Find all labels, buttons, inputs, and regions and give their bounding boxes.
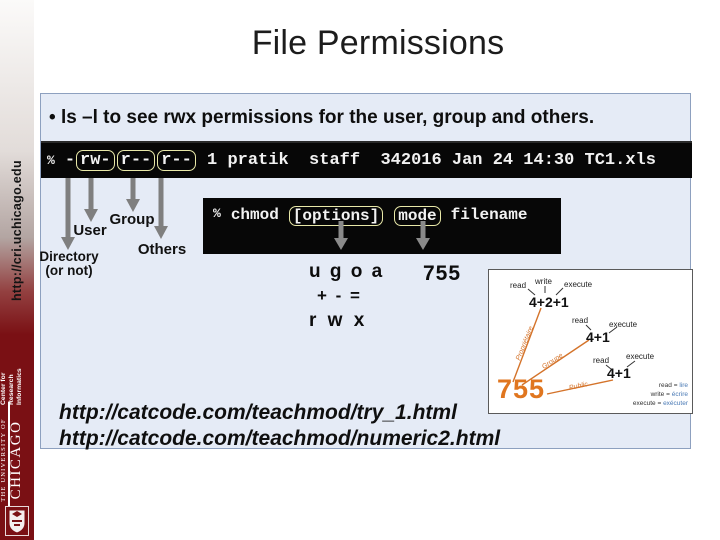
reference-links: http://catcode.com/teachmod/try_1.html h…	[59, 400, 500, 452]
uchicago-crest-icon	[5, 506, 29, 536]
sidebar-org-name: Center for Research Informatics	[0, 333, 34, 405]
symbolic-who: u g o a	[309, 261, 385, 282]
callout-group: Group	[109, 211, 155, 228]
down-arrow-user-icon	[84, 178, 98, 222]
numeric-mode-diagram: read write execute 4+2+1 read execute 4+…	[488, 269, 693, 414]
diagram-owner-line-label: Propriétaire	[515, 325, 536, 362]
symbolic-mode-block: u g o a + - = r w x	[309, 261, 384, 332]
perm-others-highlight: r--	[157, 150, 196, 171]
down-arrow-directory-icon	[61, 178, 75, 250]
diagram-execute-label-3: execute	[626, 352, 655, 361]
diagram-group-line-label: Groupe	[540, 352, 565, 371]
bullet-line: • ls –l to see rwx permissions for the u…	[49, 107, 594, 129]
link-numeric2[interactable]: http://catcode.com/teachmod/numeric2.htm…	[59, 427, 501, 450]
ls-file-details: 1 pratik staff 342016 Jan 24 14:30 TC1.x…	[196, 151, 656, 170]
org-line-3: Informatics	[15, 368, 23, 405]
org-line-2: Research	[7, 374, 15, 405]
legend-row-execute: execute = exécuter	[632, 399, 688, 407]
diagram-others-line-label: Public	[568, 381, 589, 392]
symbolic-operators: + - =	[317, 286, 362, 305]
chmod-options-highlight: [options]	[288, 206, 384, 226]
diagram-legend: read = lire write = écrire execute = exé…	[633, 382, 688, 408]
diagram-read-label-1: read	[510, 281, 527, 290]
sidebar: http://cri.uchicago.edu Center for Resea…	[0, 0, 34, 540]
callout-directory-line1: Directory	[39, 249, 99, 264]
diagram-sum-others: 4+1	[607, 365, 631, 381]
diagram-sum-group: 4+1	[586, 329, 610, 345]
callout-others: Others	[137, 241, 187, 258]
shell-prompt: %	[213, 206, 221, 221]
chmod-filename: filename	[450, 206, 528, 224]
page-title: File Permissions	[251, 24, 505, 62]
diagram-execute-label-2: execute	[609, 320, 638, 329]
legend-row-write: write = écrire	[650, 390, 688, 398]
university-wordmark: THE UNIVERSITY OF CHICAGO	[0, 408, 32, 512]
perm-user-highlight: rw-	[76, 150, 115, 171]
bullet-marker: •	[49, 107, 56, 128]
callout-directory: Directory (or not)	[38, 249, 100, 279]
symbolic-perms: r w x	[309, 310, 368, 331]
numeric-mode-value: 755	[423, 262, 462, 285]
diagram-read-label-3: read	[593, 356, 610, 365]
legend-row-read: read = lire	[658, 382, 688, 389]
bullet-text: ls –l to see rwx permissions for the use…	[60, 107, 595, 128]
link-try1[interactable]: http://catcode.com/teachmod/try_1.html	[59, 401, 457, 424]
org-line-1: Center for	[0, 372, 7, 405]
chmod-mode-highlight: mode	[394, 206, 441, 226]
diagram-total-755: 755	[497, 374, 546, 404]
diagram-execute-label-1: execute	[564, 280, 593, 289]
university-wordmark-big: CHICAGO	[8, 420, 24, 500]
diagram-sum-user: 4+2+1	[529, 294, 569, 310]
university-wordmark-small: THE UNIVERSITY OF	[0, 418, 7, 502]
diagram-write-label-1: write	[535, 277, 552, 286]
terminal-ls-output: % - rw- r-- r-- 1 pratik staff 342016 Ja…	[41, 141, 692, 178]
terminal-chmod-syntax: % chmod [options] mode filename	[203, 198, 561, 254]
shell-prompt: %	[47, 153, 55, 168]
down-arrow-others-icon	[154, 178, 168, 239]
sidebar-divider-line	[8, 402, 10, 508]
directory-flag: -	[64, 151, 76, 170]
callout-user: User	[73, 222, 107, 239]
callout-directory-line2: (or not)	[45, 263, 93, 279]
sidebar-cri-url: http://cri.uchicago.edu	[10, 160, 24, 301]
chmod-command: chmod	[230, 206, 279, 224]
diagram-read-label-2: read	[572, 316, 589, 325]
content-panel: • ls –l to see rwx permissions for the u…	[38, 93, 693, 452]
down-arrow-group-icon	[126, 178, 140, 212]
perm-group-highlight: r--	[116, 150, 156, 171]
